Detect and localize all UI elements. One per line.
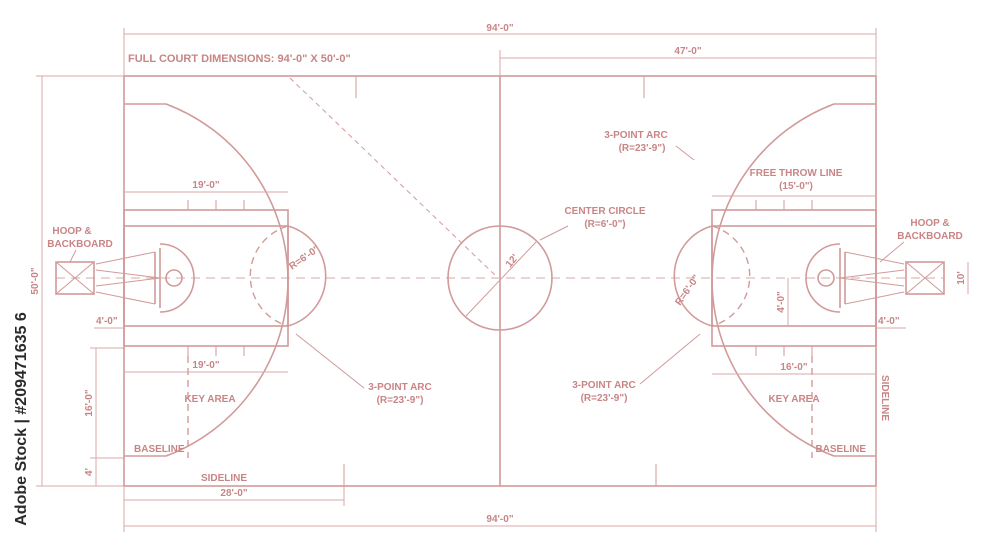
center-circle — [447, 225, 553, 331]
top-dimension: 94'-0" — [123, 23, 877, 76]
sideline-right-label: SIDELINE — [879, 375, 890, 421]
hash-dimension: 16'-0" 4' — [84, 347, 124, 486]
left-3pt-radius: (R=23'-9") — [377, 395, 424, 406]
page-title: FULL COURT DIMENSIONS: 94'-0" X 50'-0" — [128, 53, 351, 65]
right-hoop — [817, 269, 835, 287]
right-hoop-label-2: BACKBOARD — [897, 231, 963, 242]
width-dimension: 50'-0" — [30, 75, 124, 487]
width-label: 50'-0" — [30, 267, 41, 294]
short-dim-label: 4' — [84, 468, 95, 476]
top-3pt-label: 3-POINT ARC — [604, 130, 668, 141]
hash-dim-label: 16'-0" — [84, 389, 95, 416]
free-throw-length: (15'-0") — [779, 181, 813, 192]
right-key-label: KEY AREA — [768, 394, 819, 405]
half-length-label: 47'-0" — [674, 46, 701, 57]
right-baseline-label: BASELINE — [815, 444, 866, 455]
left-backboard — [55, 261, 95, 295]
right-3pt-label: 3-POINT ARC — [572, 380, 636, 391]
left-baseline-label: BASELINE — [134, 444, 185, 455]
left-hoop — [165, 269, 183, 287]
right-hoop-label-1: HOOP & — [910, 218, 949, 229]
diagonal-guide — [289, 77, 497, 277]
left-key-width-top: 19'-0" — [192, 180, 219, 191]
right-backboard — [905, 261, 945, 295]
hoop-to-key-label: 4'-0" — [776, 291, 787, 313]
left-half: R=6'-0" 19'-0" 19'-0" 4'-0" HOOP & BACKB… — [47, 103, 432, 484]
top-length-label: 94'-0" — [486, 23, 513, 34]
watermark: Adobe Stock | #209471635 6 — [2, 300, 42, 558]
center-circle-label: CENTER CIRCLE — [564, 206, 645, 217]
sideline-bottom-label: SIDELINE — [201, 473, 247, 484]
left-3pt-label: 3-POINT ARC — [368, 382, 432, 393]
left-key-width-bottom: 19'-0" — [192, 360, 219, 371]
right-free-throw-circle — [673, 225, 713, 327]
sideline-28-label: 28'-0" — [220, 488, 247, 499]
left-ft-radius: R=6'-0" — [287, 243, 322, 272]
free-throw-label: FREE THROW LINE — [750, 168, 843, 179]
right-half: R=6'-0" FREE THROW LINE (15'-0") 16'-0" … — [572, 103, 969, 458]
left-free-throw-circle — [287, 225, 327, 327]
top-3pt-radius: (R=23'-9") — [619, 143, 666, 154]
right-3pt-radius: (R=23'-9") — [581, 393, 628, 404]
left-key-label: KEY AREA — [184, 394, 235, 405]
center-circle-radius: (R=6'-0") — [584, 219, 625, 230]
bottom-length-label: 94'-0" — [486, 514, 513, 525]
backboard-width-label: 10' — [956, 271, 967, 285]
center-diameter-label: 12' — [504, 253, 521, 270]
left-hoop-label-2: BACKBOARD — [47, 239, 113, 250]
half-dimension: 47'-0" — [499, 46, 876, 76]
left-backboard-offset: 4'-0" — [96, 316, 118, 327]
bottom-dimensions: 28'-0" 94'-0" — [123, 486, 877, 532]
watermark-text: Adobe Stock | #209471635 6 — [13, 312, 30, 526]
right-key-length: 16'-0" — [780, 362, 807, 373]
right-backboard-offset: 4'-0" — [878, 316, 900, 327]
left-hoop-label-1: HOOP & — [52, 226, 91, 237]
